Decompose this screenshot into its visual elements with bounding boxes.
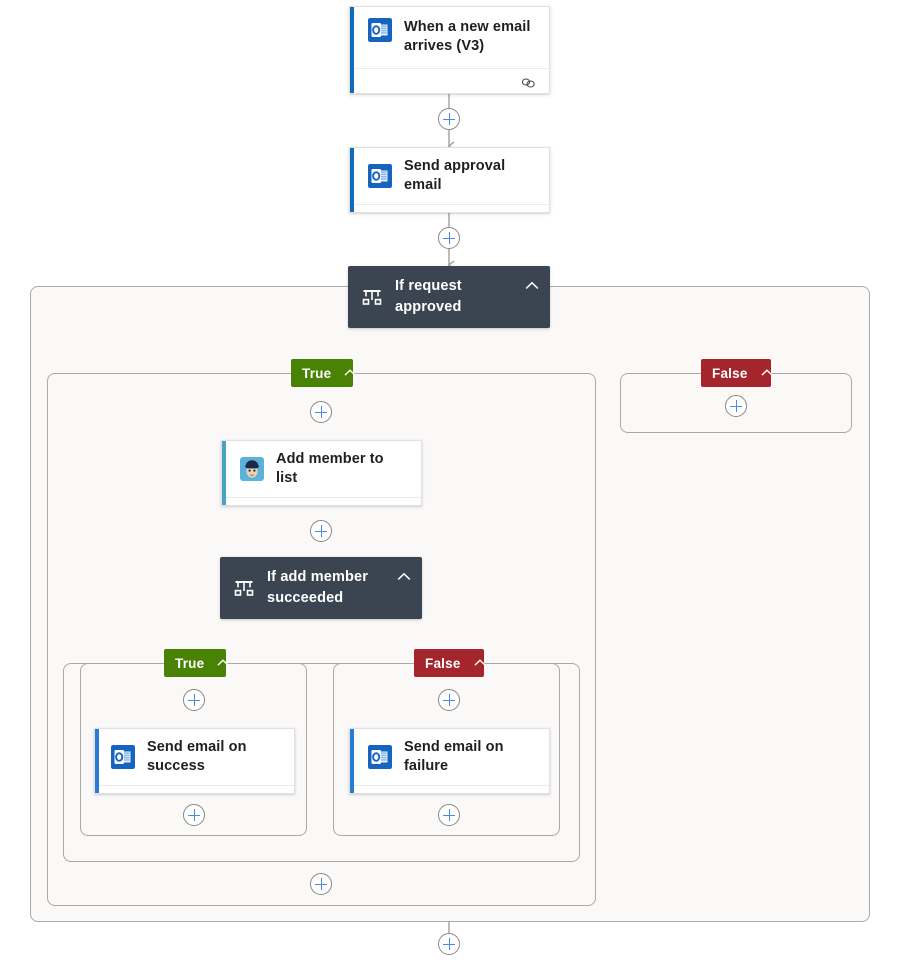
card-footer <box>350 68 549 93</box>
add-step-after-condition[interactable] <box>438 933 460 955</box>
outlook-icon <box>111 745 135 769</box>
add-step-outer-true-top[interactable] <box>310 401 332 423</box>
branch-pill-label: False <box>425 655 461 671</box>
condition-title: If request approved <box>395 278 462 315</box>
action-card-title: When a new email arrives (V3) <box>404 19 531 54</box>
add-step-outer-true-bottom[interactable] <box>310 873 332 895</box>
action-card-send-success[interactable]: Send email on success <box>94 728 295 794</box>
outlook-icon <box>368 164 392 188</box>
condition-icon <box>234 581 254 596</box>
action-card-send-approval[interactable]: Send approval email <box>349 147 550 213</box>
action-card-title: Send approval email <box>404 158 506 193</box>
chevron-up-icon[interactable] <box>216 656 230 670</box>
condition-icon <box>362 290 382 305</box>
card-footer <box>350 204 549 214</box>
chevron-up-icon[interactable] <box>524 278 540 294</box>
chevron-up-icon[interactable] <box>396 569 412 585</box>
card-footer <box>222 497 421 507</box>
chevron-up-icon[interactable] <box>343 366 357 380</box>
add-step-inner-true-top[interactable] <box>183 689 205 711</box>
branch-pill-label: False <box>712 365 748 381</box>
connector-link-icon <box>393 506 408 507</box>
add-step-after-add-member[interactable] <box>310 520 332 542</box>
connector-link-icon <box>521 794 536 795</box>
branch-pill-outer-true[interactable]: True <box>291 359 356 387</box>
condition-header-if-request-approved[interactable]: If request approved <box>348 266 550 328</box>
connector-link-icon <box>521 77 535 88</box>
action-card-send-failure[interactable]: Send email on failure <box>349 728 550 794</box>
outlook-icon <box>368 18 392 42</box>
add-step-after-send-approval[interactable] <box>438 227 460 249</box>
action-card-title: Add member to list <box>276 451 384 486</box>
add-step-inner-false-bottom[interactable] <box>438 804 460 826</box>
condition-title: If add member succeeded <box>267 569 369 606</box>
add-step-outer-false[interactable] <box>725 395 747 417</box>
branch-pill-outer-false[interactable]: False <box>701 359 774 387</box>
add-step-inner-false-top[interactable] <box>438 689 460 711</box>
connector-link-icon <box>521 213 536 214</box>
card-accent-bar <box>350 7 354 93</box>
card-accent-bar <box>350 729 354 793</box>
branch-pill-inner-false[interactable]: False <box>414 649 487 677</box>
connector-link-icon <box>266 794 281 795</box>
action-card-trigger[interactable]: When a new email arrives (V3) <box>349 6 550 94</box>
action-card-title: Send email on failure <box>404 739 504 774</box>
card-footer <box>95 785 294 795</box>
branch-pill-label: True <box>175 655 205 671</box>
mailchimp-icon <box>240 457 264 481</box>
outlook-icon <box>368 745 392 769</box>
branch-pill-inner-true[interactable]: True <box>164 649 229 677</box>
card-accent-bar <box>222 441 226 505</box>
card-accent-bar <box>350 148 354 212</box>
action-card-add-member[interactable]: Add member to list <box>221 440 422 506</box>
branch-pill-label: True <box>302 365 332 381</box>
chevron-up-icon[interactable] <box>473 656 487 670</box>
add-step-after-trigger[interactable] <box>438 108 460 130</box>
add-step-inner-true-bottom[interactable] <box>183 804 205 826</box>
chevron-up-icon[interactable] <box>760 366 774 380</box>
action-card-title: Send email on success <box>147 739 247 774</box>
card-footer <box>350 785 549 795</box>
card-accent-bar <box>95 729 99 793</box>
condition-header-if-add-member-succeeded[interactable]: If add member succeeded <box>220 557 422 619</box>
